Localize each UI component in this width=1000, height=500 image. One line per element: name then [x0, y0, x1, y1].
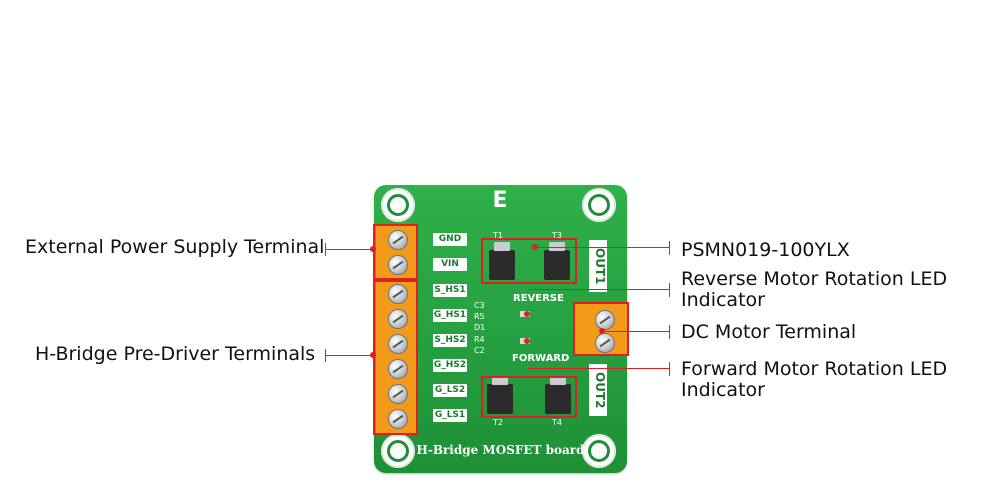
label-d1: D1 [474, 323, 486, 332]
highlight-power-terminal [373, 224, 418, 280]
label-t4: T4 [552, 418, 562, 427]
screw-icon [388, 230, 408, 250]
callout-dot [370, 352, 376, 358]
screw-icon [595, 333, 615, 353]
callout-line [325, 249, 373, 250]
pin-label-s-hs2: S_HS2 [433, 334, 467, 347]
callout-dot [599, 328, 605, 334]
callout-line [325, 355, 373, 356]
mounting-hole [381, 188, 415, 222]
callout-dot [524, 311, 530, 317]
callout-forward-led-line1: Forward Motor Rotation LED [681, 358, 948, 380]
pin-label-s-hs1: S_HS1 [433, 284, 467, 297]
callout-reverse-led-line2: Indicator [681, 289, 765, 311]
callout-dot [370, 246, 376, 252]
callout-dc-motor-terminal: DC Motor Terminal [681, 321, 857, 343]
label-forward: FORWARD [512, 353, 570, 364]
label-out2: OUT2 [589, 364, 607, 416]
callout-external-power-supply: External Power Supply Terminal [25, 236, 325, 258]
screw-icon [388, 384, 408, 404]
board-title: H-Bridge MOSFET board [416, 443, 585, 457]
label-r5: R5 [474, 312, 485, 321]
mosfet-chip [487, 376, 513, 414]
screw-icon [388, 334, 408, 354]
screw-icon [388, 309, 408, 329]
label-t2: T2 [493, 418, 503, 427]
pin-label-g-hs2: G_HS2 [433, 359, 467, 372]
brand-logo: E [492, 188, 508, 213]
screw-icon [388, 284, 408, 304]
callout-tick [325, 243, 326, 256]
callout-line [528, 368, 670, 369]
callout-forward-led-line2: Indicator [681, 379, 765, 401]
pin-label-g-ls1: G_LS1 [433, 409, 467, 422]
mosfet-chip [545, 376, 571, 414]
label-t1: T1 [493, 231, 503, 240]
callout-tick [669, 241, 670, 255]
screw-icon [595, 310, 615, 330]
pin-label-vin: VIN [433, 258, 467, 271]
highlight-predriver-terminals [373, 280, 418, 435]
mounting-hole [582, 188, 616, 222]
callout-dot [532, 244, 538, 250]
highlight-mosfets-bottom [481, 376, 577, 418]
highlight-mosfets-top [481, 238, 577, 284]
screw-icon [388, 359, 408, 379]
callout-tick [325, 349, 326, 362]
callout-dot [524, 338, 530, 344]
pin-label-g-ls2: G_LS2 [433, 384, 467, 397]
label-c2: C2 [474, 346, 485, 355]
mosfet-chip [544, 242, 570, 280]
callout-reverse-led-line1: Reverse Motor Rotation LED [681, 268, 948, 290]
screw-icon [388, 409, 408, 429]
callout-line [528, 289, 670, 290]
label-r4: R4 [474, 335, 485, 344]
callout-line [535, 247, 670, 248]
callout-tick [669, 325, 670, 339]
screw-icon [388, 255, 408, 275]
label-reverse: REVERSE [513, 293, 564, 304]
label-t3: T3 [552, 231, 562, 240]
callout-tick [669, 283, 670, 297]
callout-tick [669, 362, 670, 376]
pin-label-gnd: GND [433, 233, 467, 246]
mounting-hole [582, 434, 616, 468]
label-c3: C3 [474, 301, 485, 310]
callout-hbridge-pre-driver: H-Bridge Pre-Driver Terminals [35, 343, 316, 365]
mosfet-chip [489, 242, 515, 280]
callout-line [602, 331, 670, 332]
pin-label-g-hs1: G_HS1 [433, 309, 467, 322]
callout-mosfet-part: PSMN019-100YLX [681, 239, 850, 261]
label-out1: OUT1 [589, 240, 607, 292]
mounting-hole [381, 434, 415, 468]
highlight-motor-terminal [573, 302, 629, 356]
